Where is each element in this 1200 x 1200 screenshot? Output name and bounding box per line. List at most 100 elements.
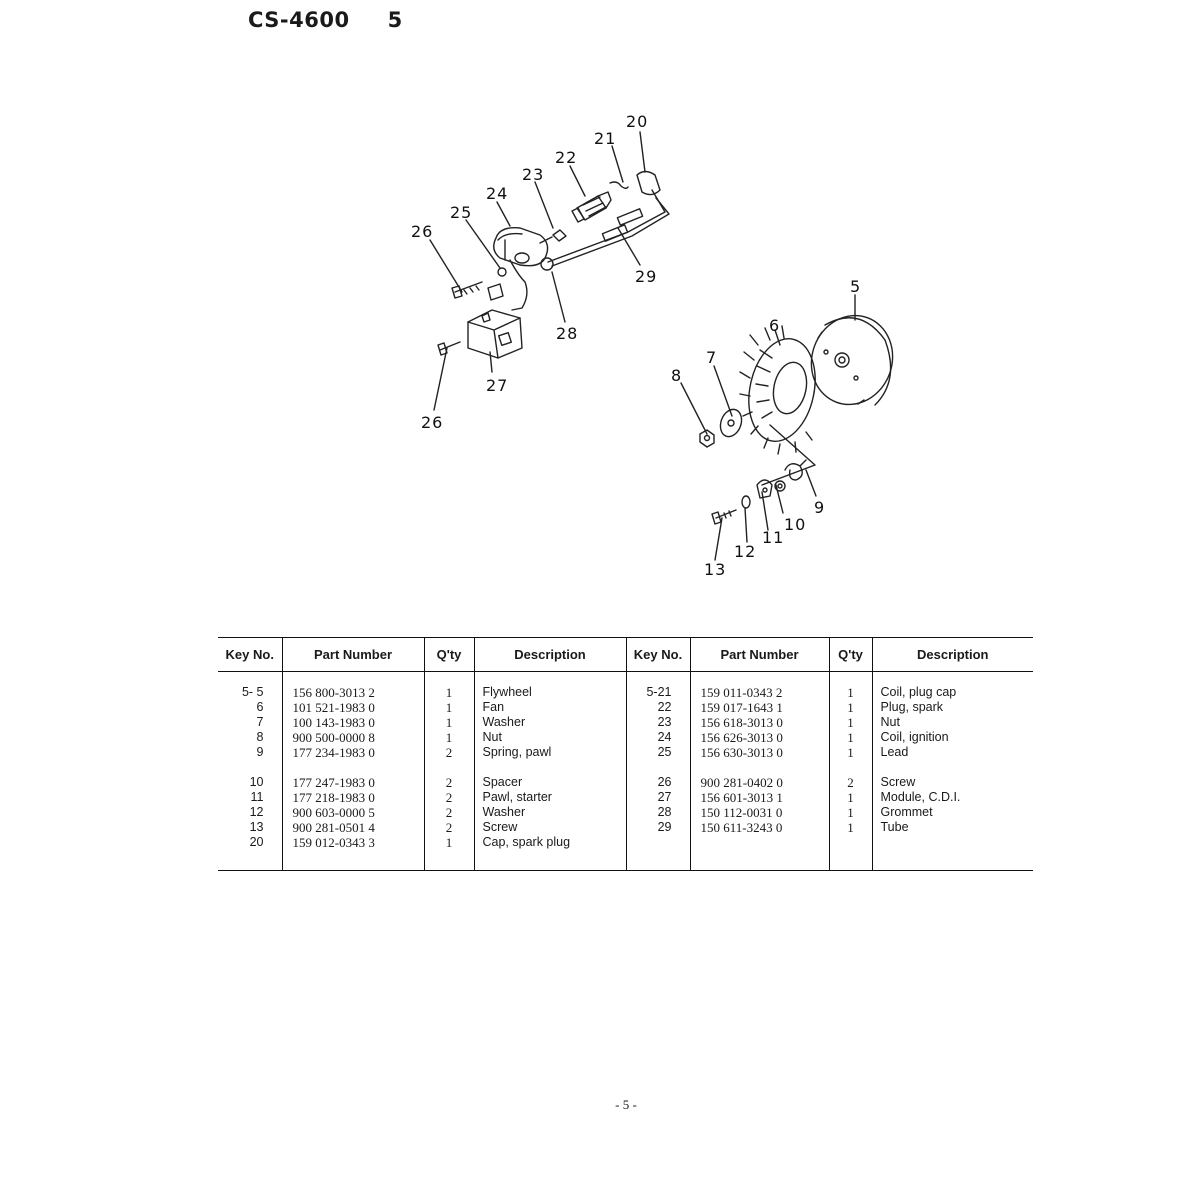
part-number: 156 630-3013 0 bbox=[689, 745, 829, 760]
table-row: 7 100 143-1983 0 1 Washer 23 156 618-301… bbox=[218, 715, 1033, 730]
table-row: 8 900 500-0000 8 1 Nut 24 156 626-3013 0… bbox=[218, 730, 1033, 745]
callout-21: 21 bbox=[594, 129, 616, 148]
description: Screw bbox=[871, 775, 1033, 790]
callout-11: 11 bbox=[762, 528, 784, 547]
callout-22: 22 bbox=[555, 148, 577, 167]
callout-26-top: 26 bbox=[411, 222, 433, 241]
callout-28: 28 bbox=[556, 324, 578, 343]
table-row: 11 177 218-1983 0 2 Pawl, starter 27 156… bbox=[218, 790, 1033, 805]
description: Grommet bbox=[871, 805, 1033, 820]
qty: 1 bbox=[828, 745, 872, 760]
row-spacer bbox=[218, 850, 1033, 871]
part-number: 159 011-0343 2 bbox=[689, 671, 829, 700]
key-no: 10 bbox=[249, 775, 264, 789]
qty: 1 bbox=[423, 700, 474, 715]
description: Nut bbox=[473, 730, 626, 745]
key-no bbox=[625, 835, 690, 850]
key-no: 29 bbox=[625, 820, 690, 835]
key-no: 13 bbox=[249, 820, 264, 834]
part-number: 177 234-1983 0 bbox=[281, 745, 424, 760]
part-number: 156 626-3013 0 bbox=[689, 730, 829, 745]
qty: 1 bbox=[828, 820, 872, 835]
model-number: CS-4600 bbox=[248, 8, 350, 32]
part-number: 150 112-0031 0 bbox=[689, 805, 829, 820]
key-no: 12 bbox=[249, 805, 264, 819]
key-no: 26 bbox=[625, 775, 690, 790]
page-number: - 5 - bbox=[615, 1097, 637, 1112]
table-row: 5- 5 156 800-3013 2 1 Flywheel 5-21 159 … bbox=[218, 671, 1033, 700]
callout-27: 27 bbox=[486, 376, 508, 395]
page-header: CS-4600 5 bbox=[248, 8, 403, 32]
key-no: 8 bbox=[256, 730, 264, 744]
part-number: 101 521-1983 0 bbox=[281, 700, 424, 715]
part-number: 900 281-0501 4 bbox=[281, 820, 424, 835]
part-number: 900 603-0000 5 bbox=[281, 805, 424, 820]
header-qty: Q'ty bbox=[828, 637, 872, 672]
part-number: 159 012-0343 3 bbox=[281, 835, 424, 850]
qty: 1 bbox=[828, 671, 872, 700]
header-key-no: Key No. bbox=[218, 637, 282, 672]
qty: 2 bbox=[828, 775, 872, 790]
parts-table: Key No. Part Number Q'ty Description Key… bbox=[218, 637, 1033, 871]
table-row: 13 900 281-0501 4 2 Screw 29 150 611-324… bbox=[218, 820, 1033, 835]
description: Pawl, starter bbox=[473, 790, 626, 805]
description: Coil, ignition bbox=[871, 730, 1033, 745]
description: Washer bbox=[473, 805, 626, 820]
qty: 1 bbox=[423, 730, 474, 745]
description bbox=[871, 835, 1033, 850]
qty: 2 bbox=[423, 790, 474, 805]
qty: 2 bbox=[423, 775, 474, 790]
part-number: 900 500-0000 8 bbox=[281, 730, 424, 745]
exploded-parts-diagram: 20 21 22 23 24 25 26 29 28 5 6 7 8 27 26… bbox=[411, 112, 894, 579]
qty: 1 bbox=[828, 730, 872, 745]
description: Cap, spark plug bbox=[473, 835, 626, 850]
qty: 1 bbox=[828, 805, 872, 820]
description: Coil, plug cap bbox=[871, 671, 1033, 700]
description: Spacer bbox=[473, 775, 626, 790]
callout-9: 9 bbox=[814, 498, 825, 517]
key-no: 23 bbox=[625, 715, 690, 730]
description: Module, C.D.I. bbox=[871, 790, 1033, 805]
qty bbox=[828, 835, 872, 850]
callout-20: 20 bbox=[626, 112, 648, 131]
callout-6: 6 bbox=[769, 316, 780, 335]
description: Tube bbox=[871, 820, 1033, 835]
section-number: 5 bbox=[387, 8, 403, 32]
qty: 1 bbox=[828, 715, 872, 730]
callout-5: 5 bbox=[850, 277, 861, 296]
key-no: 22 bbox=[625, 700, 690, 715]
callout-12: 12 bbox=[734, 542, 756, 561]
description: Fan bbox=[473, 700, 626, 715]
key-no: 27 bbox=[625, 790, 690, 805]
description: Nut bbox=[871, 715, 1033, 730]
table-row: 10 177 247-1983 0 2 Spacer 26 900 281-04… bbox=[218, 775, 1033, 790]
header-key-no: Key No. bbox=[625, 637, 690, 672]
part-number: 159 017-1643 1 bbox=[689, 700, 829, 715]
callout-23: 23 bbox=[522, 165, 544, 184]
description: Plug, spark bbox=[871, 700, 1033, 715]
qty: 2 bbox=[423, 820, 474, 835]
qty: 2 bbox=[423, 745, 474, 760]
key-no: 9 bbox=[256, 745, 264, 759]
key-no: 24 bbox=[625, 730, 690, 745]
row-spacer bbox=[218, 760, 1033, 775]
part-number: 150 611-3243 0 bbox=[689, 820, 829, 835]
callout-13: 13 bbox=[704, 560, 726, 579]
key-no: 5-21 bbox=[625, 671, 690, 700]
part-number: 156 800-3013 2 bbox=[281, 671, 424, 700]
key-no: 7 bbox=[256, 715, 264, 729]
part-number: 900 281-0402 0 bbox=[689, 775, 829, 790]
qty: 1 bbox=[423, 835, 474, 850]
table-row: 6 101 521-1983 0 1 Fan 22 159 017-1643 1… bbox=[218, 700, 1033, 715]
callout-26-bottom: 26 bbox=[421, 413, 443, 432]
key-no: 6 bbox=[256, 700, 264, 714]
header-qty: Q'ty bbox=[423, 637, 474, 672]
part-number: 156 618-3013 0 bbox=[689, 715, 829, 730]
table-row: 12 900 603-0000 5 2 Washer 28 150 112-00… bbox=[218, 805, 1033, 820]
part-number: 177 218-1983 0 bbox=[281, 790, 424, 805]
qty: 1 bbox=[423, 671, 474, 700]
part-number: 156 601-3013 1 bbox=[689, 790, 829, 805]
callout-8: 8 bbox=[671, 366, 682, 385]
qty: 1 bbox=[828, 700, 872, 715]
header-description: Description bbox=[473, 637, 626, 672]
